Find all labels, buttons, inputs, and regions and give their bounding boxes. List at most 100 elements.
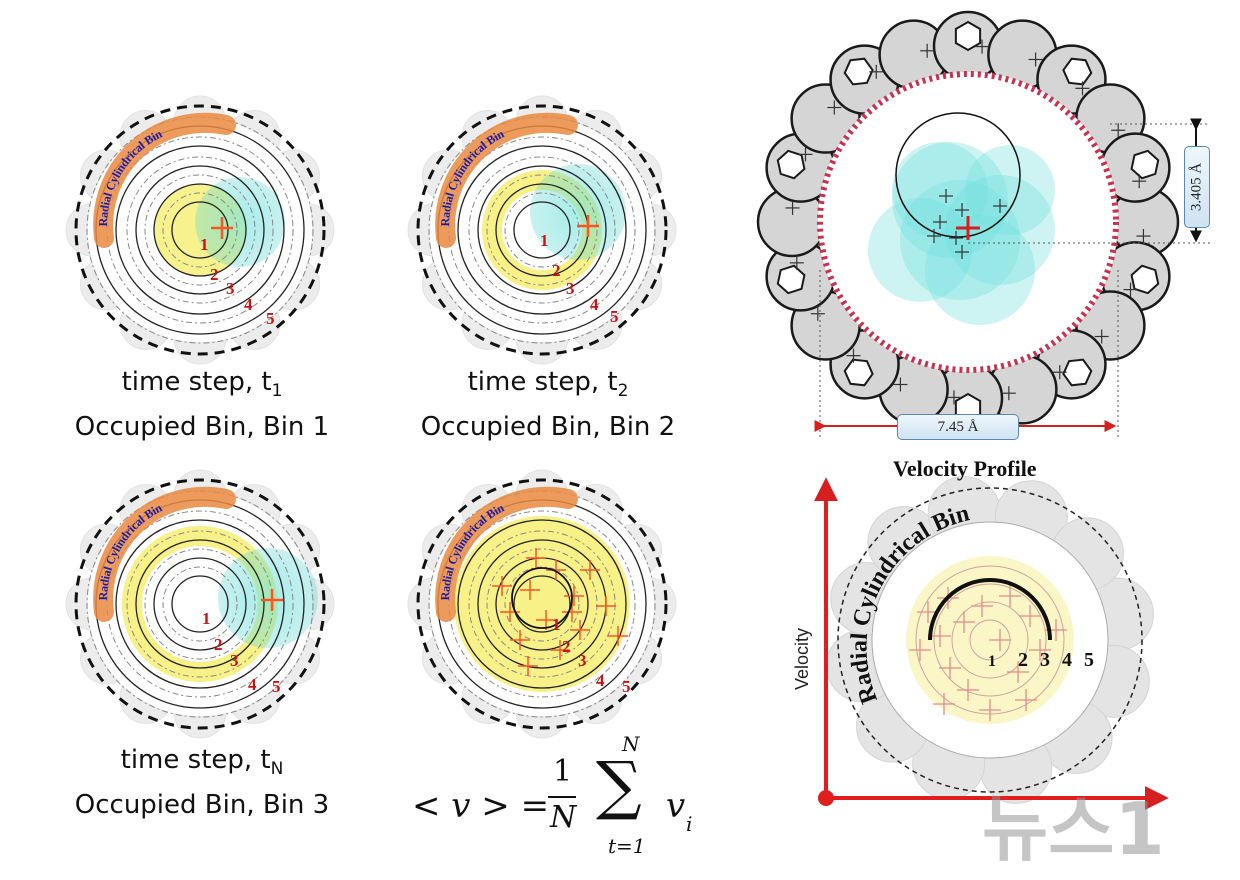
profile-bin-number: 1 <box>988 653 996 670</box>
hexagon-hole <box>1062 57 1093 86</box>
bin-circle <box>477 165 607 295</box>
velocity-profile-curve <box>928 578 1052 641</box>
molecule-cloud <box>945 175 1055 285</box>
hexagon-hole <box>843 57 874 86</box>
bin-number: 3 <box>566 279 575 298</box>
occupied-bin-label: Occupied Bin, Bin 3 <box>74 790 330 821</box>
bin-circle <box>457 519 627 689</box>
formula-sum-lower: t=1 <box>608 834 646 858</box>
molecule-cloud <box>965 145 1055 235</box>
formula-term: v <box>666 786 686 826</box>
bin-dashdot-circle <box>486 174 598 286</box>
bin-number: 1 <box>552 615 561 634</box>
sigma-icon: ∑ <box>596 749 642 823</box>
bin-number: 1 <box>200 235 209 254</box>
bin-number: 3 <box>578 651 587 670</box>
bin-circle-bold <box>511 567 573 629</box>
hexagon-hole <box>776 264 806 295</box>
bin-number: 2 <box>552 261 561 280</box>
bin-label-band <box>93 486 236 622</box>
molecule-cloud <box>925 215 1035 325</box>
occupied-bin-label: Occupied Bin, Bin 1 <box>74 412 330 443</box>
bin-dashdot-circle <box>126 156 274 304</box>
bin-number: 3 <box>226 279 235 298</box>
molecule-cloud <box>900 180 1020 300</box>
velocity-profile-title: Velocity Profile <box>893 456 1037 481</box>
caption-tN: time step, tN Occupied Bin, Bin 3 <box>52 742 352 823</box>
outer-dashed-boundary <box>416 478 668 730</box>
bin-number: 2 <box>214 635 223 654</box>
caption-t1: time step, t1 Occupied Bin, Bin 1 <box>52 364 352 445</box>
bin-dashdot-circle <box>106 510 294 698</box>
outer-dashed-boundary <box>416 104 668 356</box>
average-velocity-formula: < v > = 1 N N ∑ t=1 v i <box>412 732 712 866</box>
watermark-logo: 뉴스1 <box>982 787 1165 871</box>
bin-circle <box>115 145 285 315</box>
time-step-label: time step, t <box>467 367 618 397</box>
bin-number: 5 <box>610 307 619 326</box>
bin-number: 5 <box>622 677 631 696</box>
bin-circle <box>115 519 285 689</box>
bin-circle <box>153 183 247 277</box>
bin-dashdot-circle <box>162 192 238 268</box>
outer-dashed-boundary <box>74 104 326 356</box>
bin-dashdot-circle <box>428 490 656 718</box>
hexagon-hole <box>843 358 874 387</box>
bin-number: 1 <box>202 609 211 628</box>
bin-number: 3 <box>230 651 239 670</box>
time-step-sub: 2 <box>617 381 629 402</box>
profile-bin-circle <box>951 601 1029 679</box>
bin-dashdot-circle <box>504 192 580 268</box>
cutoff-dashed-ring <box>817 71 1119 373</box>
occupied-bin-highlight <box>454 516 630 692</box>
profile-bin-number: 5 <box>1084 649 1094 671</box>
bin-circle <box>153 557 247 651</box>
bin-dashdot-circle <box>468 156 616 304</box>
y-axis-label: Velocity <box>792 628 812 690</box>
axis-origin <box>818 790 834 806</box>
bin-label-band <box>435 486 578 622</box>
time-step-label: time step, t <box>120 745 271 775</box>
bin-dashdot-circle <box>86 116 314 344</box>
bin-number: 2 <box>210 265 219 284</box>
width-dimension-label: 7.45 Å <box>897 414 1019 440</box>
outer-dashed-boundary <box>74 478 326 730</box>
bin-dashdot-circle <box>106 136 294 324</box>
formula-term-sub: i <box>686 812 693 836</box>
formula-lhs: < v > = <box>412 786 550 826</box>
bin-dashdot-circle <box>504 566 580 642</box>
profile-bin-number: 2 <box>1018 649 1028 671</box>
bin-number: 5 <box>266 309 275 328</box>
bin-number: 4 <box>596 671 605 690</box>
molecule-blob <box>530 164 626 260</box>
height-dimension-text: 3.405 Å <box>1188 162 1205 212</box>
formula-sum-upper: N <box>622 732 640 756</box>
hexagon-hole <box>1062 358 1093 387</box>
hexagon-hole <box>776 149 806 180</box>
bin-number: 1 <box>540 231 549 250</box>
hexagon-hole <box>1130 264 1160 295</box>
time-step-sub: N <box>270 759 284 780</box>
panel-inner-area <box>88 492 312 716</box>
bin-circle <box>135 165 265 295</box>
bin-dashdot-circle <box>86 490 314 718</box>
bin-dashdot-circle <box>144 548 256 660</box>
bin-circle <box>171 201 229 259</box>
bin-circle <box>135 539 265 669</box>
time-step-sub: 1 <box>271 381 283 402</box>
bin-circle <box>171 575 229 633</box>
bin-number: 4 <box>244 295 253 314</box>
bin-dashdot-circle <box>448 510 636 698</box>
bin-circle <box>513 575 571 633</box>
bin-circle <box>457 145 627 315</box>
bin-dashdot-circle <box>468 530 616 678</box>
time-step-label: time step, t <box>121 367 272 397</box>
bin-dashdot-circle <box>448 136 636 324</box>
